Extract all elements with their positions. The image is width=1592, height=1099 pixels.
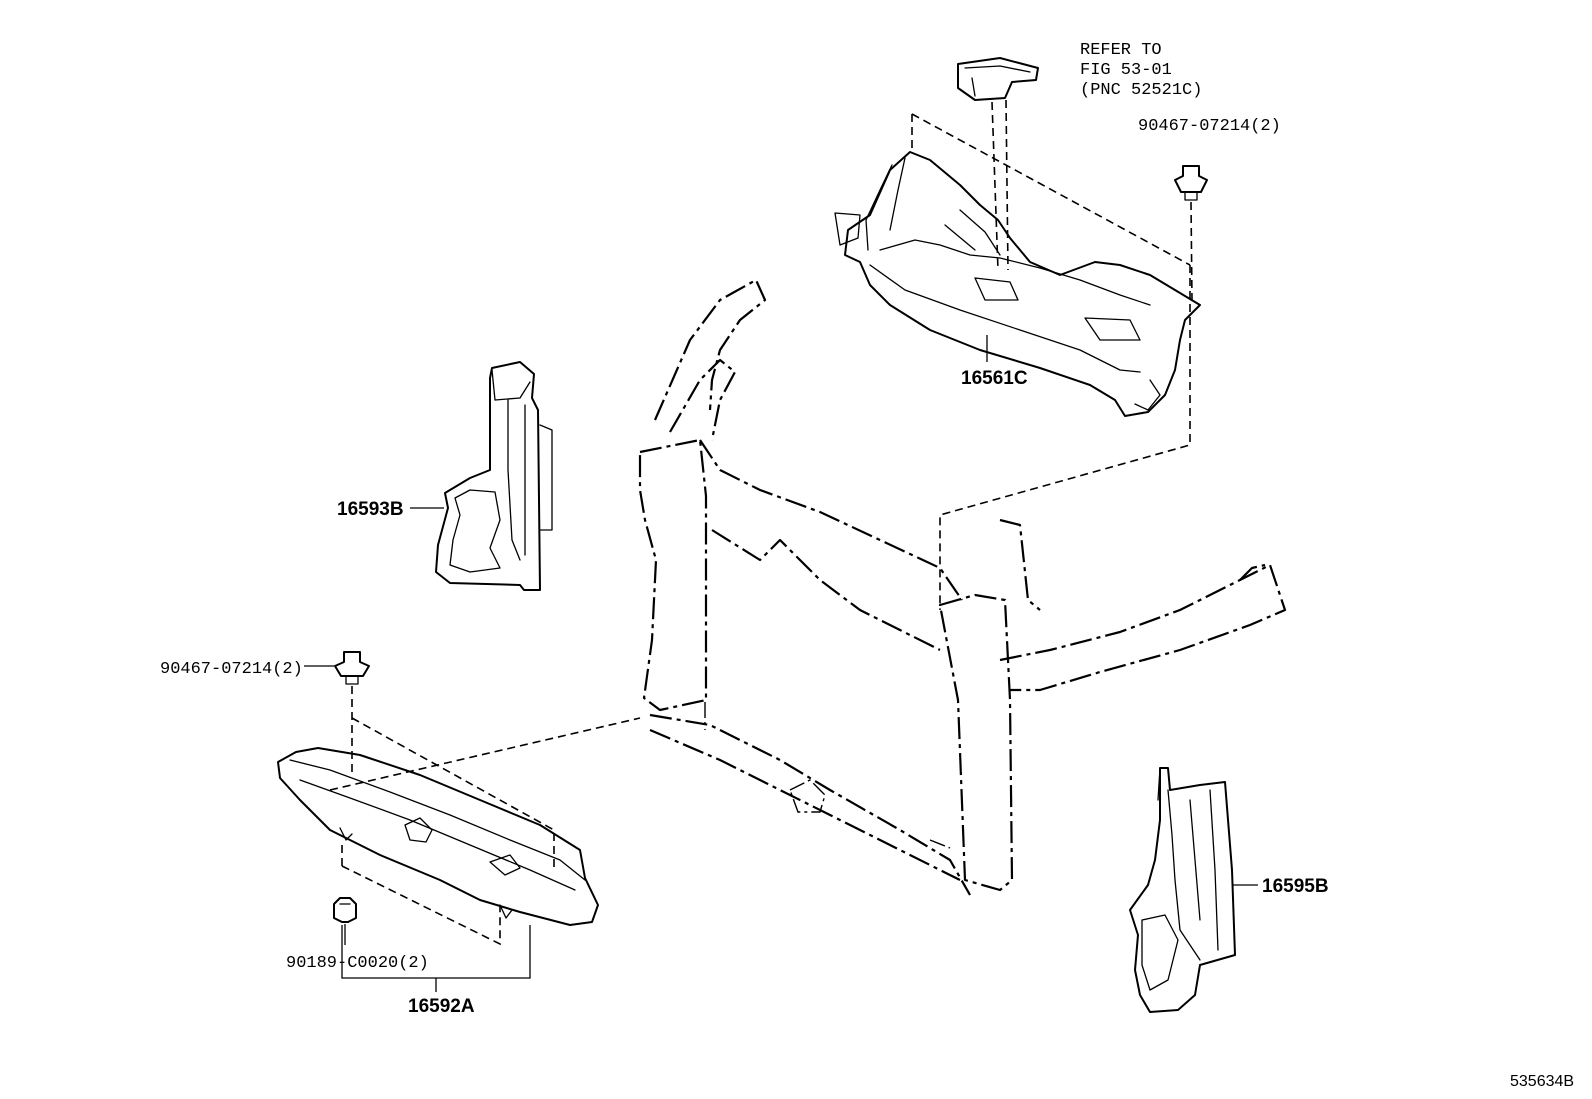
part-16593B-shape <box>435 361 553 591</box>
part-16561C-envelope <box>911 113 1191 610</box>
refer-bracket-line <box>991 101 999 271</box>
label-clip-bottom: 90189-C0020(2) <box>286 954 429 973</box>
part-16592A-envelope <box>329 717 641 946</box>
label-refer-line3: (PNC 52521C) <box>1080 81 1202 100</box>
refer-bracket-shape <box>957 57 1039 101</box>
part-16595B-shape <box>1129 767 1236 1013</box>
label-16592A: 16592A <box>408 996 475 1017</box>
part-16592A-shape <box>277 747 599 926</box>
clip-top-icon <box>1174 165 1208 201</box>
label-16595B: 16595B <box>1262 876 1329 897</box>
label-16593B: 16593B <box>337 499 404 520</box>
part-16561C-shape <box>834 151 1201 417</box>
label-clip-left: 90467-07214(2) <box>160 660 303 679</box>
clip-left-icon <box>334 651 370 685</box>
clip-bottom-icon <box>333 897 357 923</box>
clip-top-line <box>1190 201 1193 301</box>
figure-id: 535634B <box>1510 1073 1574 1090</box>
label-16561C: 16561C <box>961 368 1028 389</box>
label-refer-line1: REFER TO <box>1080 41 1162 60</box>
label-refer-line2: FIG 53-01 <box>1080 61 1172 80</box>
radiator-support-phantom <box>638 278 1287 896</box>
label-clip-top: 90467-07214(2) <box>1138 117 1281 136</box>
refer-bracket-line-2 <box>1005 99 1009 271</box>
